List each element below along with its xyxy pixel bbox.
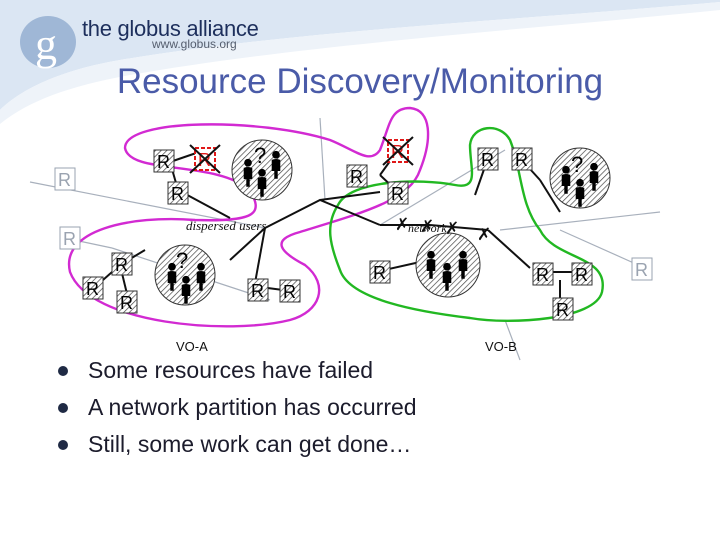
vo-b-outline [328,126,604,322]
bullet-list: Some resources have failed A network par… [58,352,417,463]
resource-node: R [346,164,368,188]
bullet-item: A network partition has occurred [58,389,417,426]
vo-a-label: VO-A [176,339,208,354]
svg-text:R: R [86,279,99,299]
resource-node: R [54,167,76,191]
resource-nodes: R R R R R R R R R R R R R R R [82,147,593,321]
user-cluster: ? [231,139,293,201]
resource-node: R [552,297,574,321]
failed-resources: R R [189,136,414,174]
logo-name: the globus alliance [82,16,259,41]
vo-a-outline [67,106,430,328]
resource-node: R [111,252,133,276]
link-failures: ✗ ✗ ✗ ✗ [395,215,491,245]
svg-text:R: R [391,184,404,204]
resource-node: R [82,276,104,300]
slide-title: Resource Discovery/Monitoring [116,62,604,101]
logo-glyph: g [35,20,57,69]
bullet-dot [58,403,68,413]
svg-text:R: R [635,260,648,280]
resource-node: R [247,278,269,302]
resource-node: R [477,147,499,171]
svg-text:R: R [536,265,549,285]
svg-text:R: R [115,255,128,275]
globus-g-icon: g [20,16,76,69]
dispersed-users-label: dispersed users [186,218,267,233]
resource-node: R [571,262,593,286]
svg-text:R: R [481,150,494,170]
svg-text:R: R [171,184,184,204]
svg-text:R: R [350,167,363,187]
outside-resources: R R R [54,167,653,281]
user-cluster: ? [549,147,611,209]
globus-logo[interactable]: g [16,12,256,72]
svg-text:R: R [373,263,386,283]
vo-b-label: VO-B [485,339,517,354]
bullet-item: Some resources have failed [58,352,417,389]
svg-text:R: R [157,152,170,172]
resource-node: R [116,290,138,314]
bullet-item: Still, some work can get done… [58,426,417,463]
svg-text:R: R [575,265,588,285]
resource-node: R [511,147,533,171]
bullet-text: Some resources have failed [88,357,374,383]
bullet-dot [58,366,68,376]
resource-node: R [631,257,653,281]
resource-node: R [532,262,554,286]
svg-text:R: R [556,300,569,320]
unknown-mark: ? [571,152,583,177]
svg-text:R: R [515,150,528,170]
resource-diagram: ? ? ? R R R R R R R R R R R R R R R [29,106,661,361]
broken-link-mark: ✗ [445,219,459,239]
svg-text:R: R [63,229,76,249]
svg-text:R: R [283,282,296,302]
logo-url: www.globus.org [152,37,237,51]
resource-node: R [279,279,301,303]
svg-text:R: R [251,281,264,301]
unknown-mark: ? [254,143,266,168]
resource-node: R [153,149,175,173]
resource-node: R [59,226,81,250]
bullet-text: Still, some work can get done… [88,431,412,457]
user-cluster [415,232,481,298]
broken-link-mark: ✗ [420,217,434,237]
svg-text:R: R [120,293,133,313]
broken-link-mark: ✗ [477,225,491,245]
failed-resource-node: R [382,136,414,166]
network-label: network [408,221,447,235]
broken-link-mark: ✗ [395,215,409,235]
resource-node: R [167,181,189,205]
svg-text:R: R [58,170,71,190]
bullet-dot [58,440,68,450]
user-cluster: ? [154,244,216,306]
unknown-mark: ? [176,248,188,273]
resource-node: R [387,181,409,205]
resource-node: R [369,260,391,284]
failed-resource-node: R [189,144,221,174]
bullet-text: A network partition has occurred [88,394,417,420]
